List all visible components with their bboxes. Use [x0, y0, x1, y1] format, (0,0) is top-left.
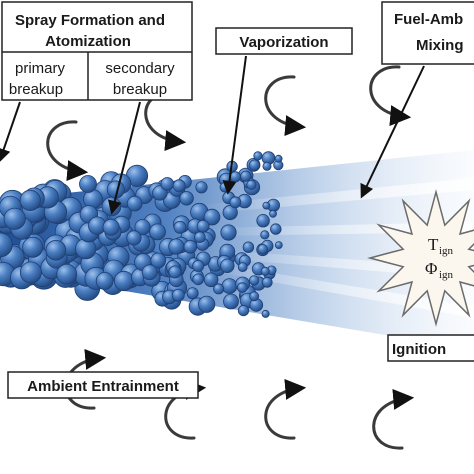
droplet — [242, 241, 255, 253]
droplet — [168, 238, 185, 255]
droplet — [172, 179, 186, 193]
droplet — [249, 291, 260, 302]
temperature-symbol: T — [428, 235, 439, 254]
droplet — [203, 208, 221, 226]
droplet — [179, 191, 194, 206]
mixing-box: Fuel-Amb Mixing — [381, 1, 474, 65]
droplet — [261, 309, 270, 318]
droplet — [274, 241, 283, 250]
droplet — [95, 271, 114, 290]
droplet — [160, 177, 175, 191]
circulation-arrow — [264, 75, 307, 137]
secondary-breakup-line2: breakup — [113, 81, 167, 98]
droplet — [213, 283, 225, 295]
droplet — [270, 223, 282, 235]
droplet — [192, 259, 205, 272]
droplet — [261, 276, 273, 288]
droplet — [126, 230, 142, 246]
atomization-title: Atomization — [45, 33, 131, 50]
pointer-arrows — [0, 55, 425, 215]
droplet — [256, 213, 270, 228]
droplet — [237, 304, 250, 317]
droplet — [194, 231, 206, 244]
droplet — [260, 230, 270, 240]
droplet — [253, 151, 263, 161]
droplet — [173, 220, 187, 234]
droplet — [262, 201, 271, 210]
droplet — [198, 295, 216, 313]
droplet — [223, 293, 239, 310]
droplet — [79, 175, 97, 193]
droplet — [134, 219, 151, 236]
circulation-arrow — [372, 388, 415, 450]
droplet — [262, 161, 272, 171]
droplet — [19, 189, 41, 211]
droplet — [237, 282, 248, 293]
primary-breakup-pointer — [0, 101, 21, 163]
droplet — [141, 264, 158, 281]
droplet — [257, 243, 268, 255]
droplet — [229, 196, 242, 209]
spray-formation-title: Spray Formation and — [15, 12, 165, 29]
droplet — [260, 266, 270, 276]
droplet — [237, 262, 248, 273]
droplet — [22, 236, 44, 258]
droplet — [56, 263, 78, 285]
droplet — [168, 265, 182, 279]
droplet — [203, 272, 219, 288]
droplet — [220, 258, 235, 274]
droplet — [0, 232, 13, 258]
ignition-star: T ign Φ ign — [367, 189, 474, 327]
vaporization-box: Vaporization — [215, 27, 353, 55]
mixing-label-line1: Fuel-Amb — [394, 11, 463, 28]
droplet — [269, 209, 277, 218]
secondary-breakup-pointer — [107, 101, 141, 215]
droplet — [19, 261, 42, 284]
droplet — [45, 239, 67, 261]
ambient-entrainment-label: Ambient Entrainment — [27, 378, 179, 395]
spray-formation-box: Spray Formation and Atomization primary … — [1, 1, 193, 101]
droplet — [3, 207, 26, 230]
droplet — [186, 287, 199, 300]
droplet — [222, 204, 238, 221]
mixing-pointer — [360, 65, 425, 199]
droplet — [192, 273, 205, 286]
primary-breakup-line2: breakup — [9, 81, 63, 98]
droplet — [240, 170, 252, 182]
droplet — [221, 278, 238, 295]
droplet — [150, 252, 167, 269]
circulation-arrow — [264, 378, 307, 440]
droplet — [229, 171, 241, 183]
droplet — [220, 224, 237, 241]
secondary-breakup-line1: secondary — [105, 60, 175, 77]
droplet — [195, 181, 208, 194]
circulation-arrow — [46, 120, 89, 182]
circulation-arrow — [369, 65, 412, 127]
droplet — [183, 240, 198, 254]
ignition-label: Ignition — [392, 341, 446, 358]
vaporization-label: Vaporization — [239, 34, 328, 51]
droplet — [149, 223, 166, 241]
vaporization-pointer — [222, 55, 247, 195]
droplet — [196, 219, 210, 233]
temperature-subscript: ign — [439, 245, 454, 257]
droplet-cloud — [0, 151, 284, 318]
droplet — [126, 195, 143, 212]
droplet — [246, 179, 257, 190]
droplet — [248, 159, 261, 171]
equivalence-ratio-subscript: ign — [439, 269, 454, 281]
droplet — [113, 270, 135, 292]
droplet — [102, 218, 120, 236]
ambient-entrainment-box: Ambient Entrainment — [7, 371, 199, 399]
equivalence-ratio-symbol: Φ — [425, 259, 437, 278]
mixing-label-line2: Mixing — [416, 37, 464, 54]
primary-breakup-line1: primary — [15, 60, 66, 77]
droplet — [171, 288, 185, 302]
droplet — [274, 154, 283, 163]
ignition-box: Ignition — [387, 334, 474, 362]
droplet — [248, 275, 260, 286]
